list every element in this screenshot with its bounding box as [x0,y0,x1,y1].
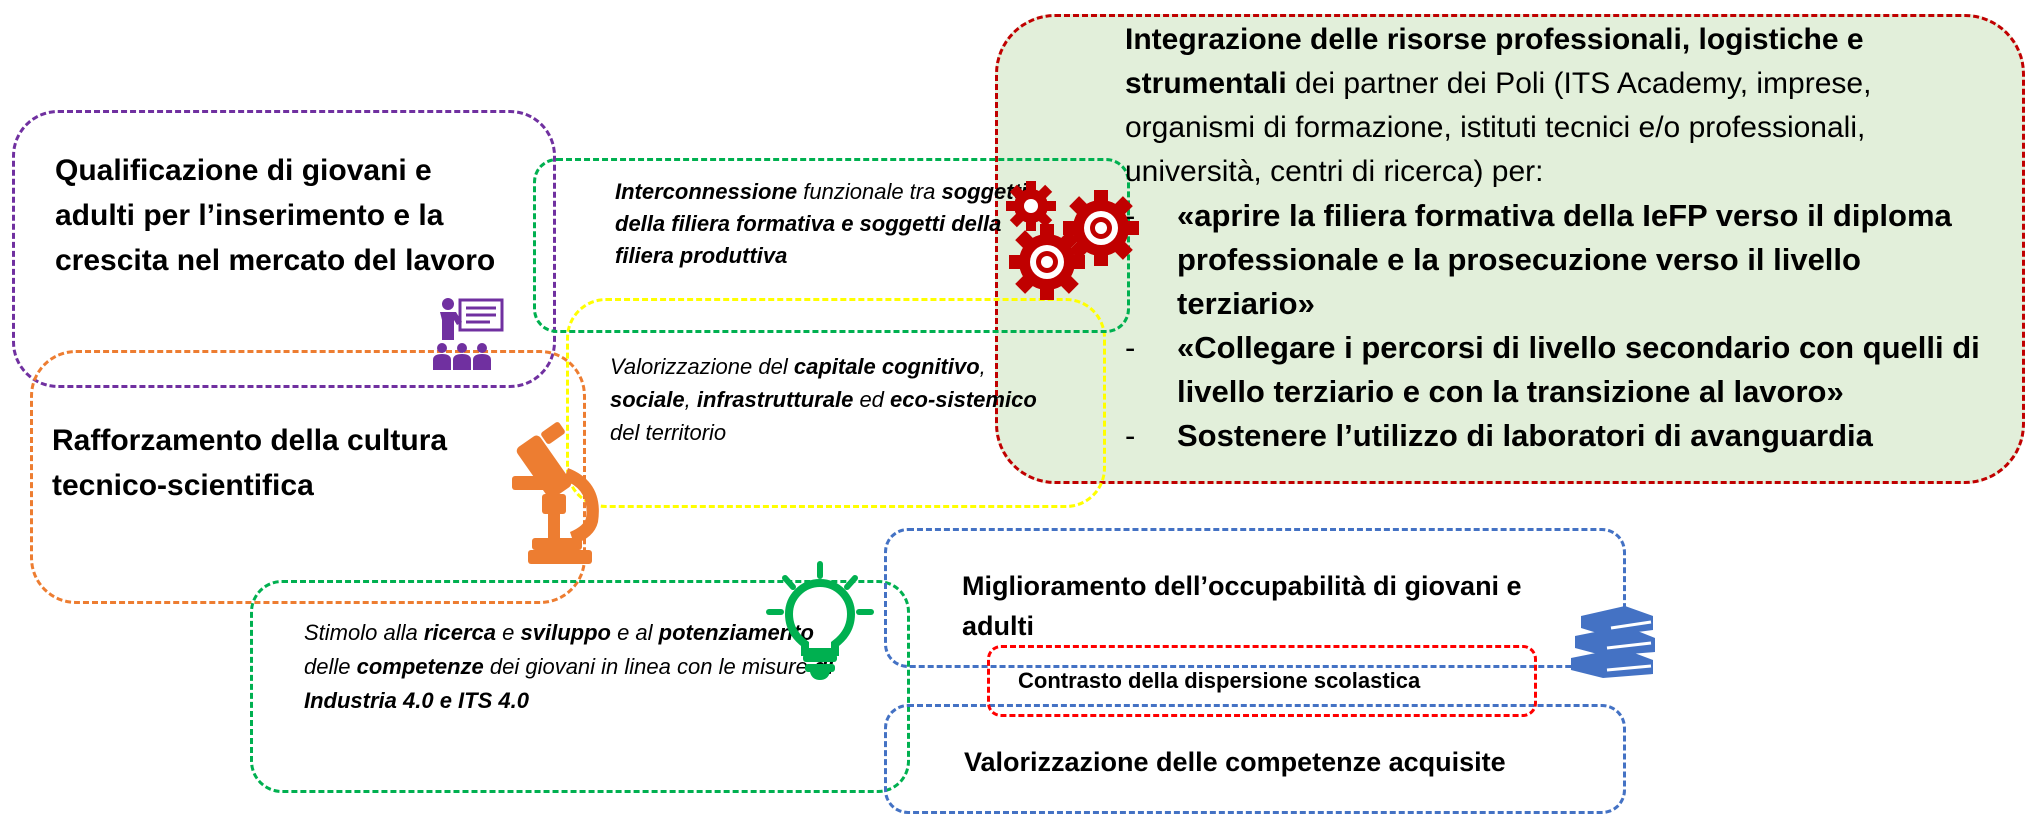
bold-run: infrastrutturale [696,387,854,412]
teacher-presentation-icon [433,298,504,370]
bold-run: ricerca [423,620,497,645]
main-objective-text: Integrazione delle risorse professionali… [1125,18,2005,458]
bold-run: competenze [356,654,484,679]
text-run: dei giovani in linea con le misure [483,654,814,679]
scientific-culture-text: Rafforzamento della cultura tecnico-scie… [52,424,448,502]
territory-capital-text: Valorizzazione del capitale cognitivo, s… [610,350,1050,449]
main-bullet: - Sostenere l’utilizzo di laboratori di a… [1125,414,2005,458]
main-bullet: - «aprire la filiera formativa della IeFP… [1125,194,2005,326]
gears-icon [1006,181,1139,300]
text-run: e [496,620,521,645]
bold-run: sviluppo [520,620,611,645]
interconnection-bold-2: soggetti della filiera formativa e sogge… [615,179,1028,268]
research-stimulus-text: Stimolo alla ricerca e sviluppo e al pot… [304,616,834,718]
dropout-box [987,645,1537,717]
bullet-text: «aprire la filiera formativa della IeFP … [1177,198,1952,321]
text-run: del territorio [610,420,727,445]
bullet-marker: - [1125,330,1136,365]
territory-capital-box [566,298,1106,508]
text-run: e al [610,620,659,645]
bullet-marker: - [1125,418,1136,453]
lightbulb-icon [766,561,874,680]
main-intro: Integrazione delle risorse professionali… [1125,18,2005,194]
books-icon [1571,606,1655,678]
text-run: ed [853,387,891,412]
text-run: , [684,387,697,412]
competences-text: Valorizzazione delle competenze acquisit… [964,747,1506,777]
text-run: , [979,354,986,379]
interconnection-text: Interconnessione funzionale tra soggetti… [615,176,1035,272]
bold-run: sociale [610,387,685,412]
bullet-marker: - [1125,198,1136,233]
qualification-box [12,110,556,388]
employability-box [884,528,1626,668]
bullet-text: Sostenere l’utilizzo di laboratori di av… [1177,418,1873,453]
bold-run: capitale cognitivo [793,354,980,379]
main-bullet-list: - «aprire la filiera formativa della IeFP… [1125,194,2005,458]
main-bullet: - «Collegare i percorsi di livello second… [1125,326,2005,414]
employability-text: Miglioramento dell’occupabilità di giova… [962,571,1522,641]
dropout-text: Contrasto della dispersione scolastica [1018,668,1421,693]
text-run: Stimolo alla [304,620,424,645]
main-objective-box [995,14,2025,484]
interconnection-box [533,158,1130,333]
main-intro-bold: Integrazione delle risorse professionali… [1125,23,1864,100]
main-intro-rest: dei partner dei Poli (ITS Academy, impre… [1125,67,1872,188]
text-run: delle [304,654,357,679]
bold-run: eco-sistemico [890,387,1037,412]
interconnection-bold: Interconnessione [615,179,798,204]
text-run: Valorizzazione del [610,354,794,379]
microscope-icon [512,422,599,564]
interconnection-italic: funzionale tra [797,179,942,204]
research-stimulus-box [250,580,910,793]
bullet-text: «Collegare i percorsi di livello seconda… [1177,330,1980,409]
qualification-text: Qualificazione di giovani e adulti per l… [55,154,496,277]
